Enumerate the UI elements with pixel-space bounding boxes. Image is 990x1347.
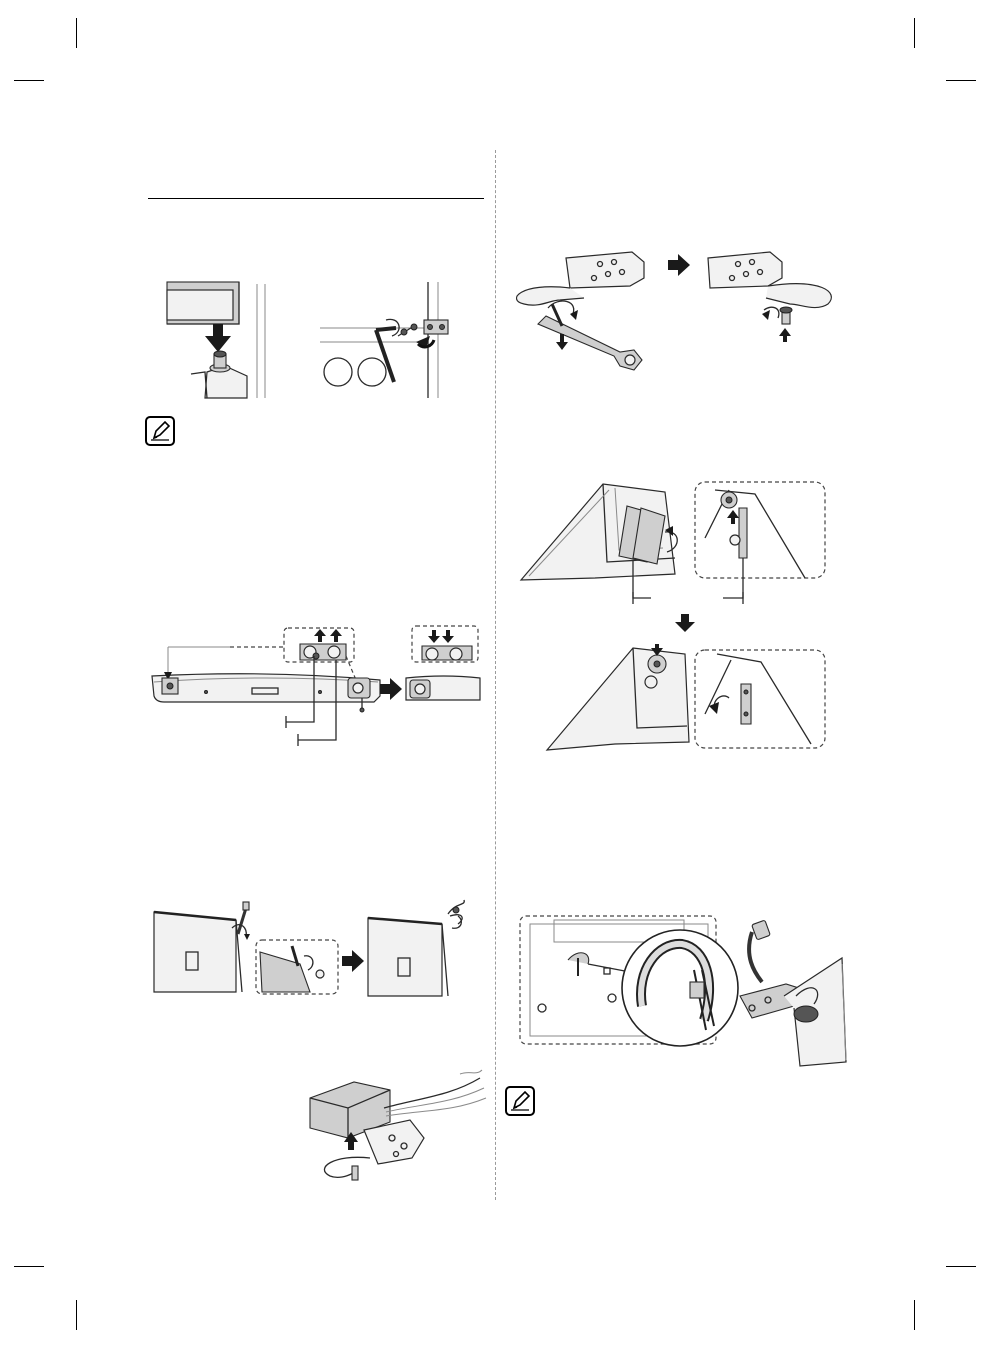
crop-mark-tl-horizontal <box>14 80 44 81</box>
figure-door-lower-hinge-pin <box>165 280 295 400</box>
figure-door-top-hinge-swap <box>150 620 490 755</box>
crop-mark-br-horizontal <box>946 1266 976 1267</box>
crop-mark-tr-horizontal <box>946 80 976 81</box>
column-divider <box>495 150 496 1200</box>
crop-mark-tr-vertical <box>914 18 915 48</box>
figure-hinge-wire-bundle <box>300 1068 490 1188</box>
crop-mark-bl-vertical <box>76 1300 77 1330</box>
figure-door-cable-removal <box>150 900 490 1005</box>
crop-mark-bl-horizontal <box>14 1266 44 1267</box>
crop-mark-tl-vertical <box>76 18 77 48</box>
figure-hex-wrench-hinge <box>320 280 465 400</box>
crop-mark-br-vertical <box>914 1300 915 1330</box>
section-rule <box>148 198 484 199</box>
figure-door-bottom-cap-swap <box>515 478 830 753</box>
figure-hinge-bracket-wrench <box>510 248 850 373</box>
note-pencil-icon <box>145 416 175 446</box>
note-pencil-icon-2 <box>505 1086 535 1116</box>
figure-wire-connector-routing <box>518 910 848 1070</box>
